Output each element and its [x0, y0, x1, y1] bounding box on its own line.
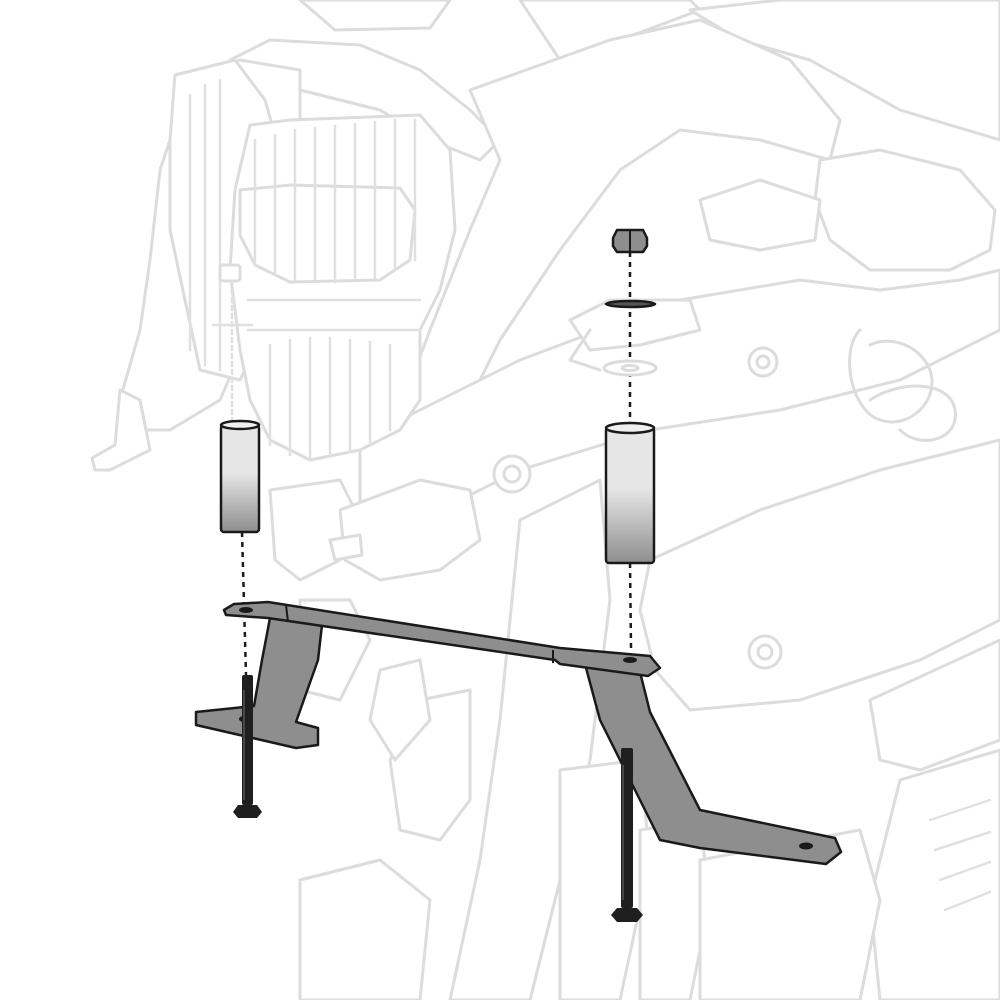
headlight-guard-ghost	[168, 58, 457, 462]
spacer-right-body	[604, 426, 656, 565]
bracket-left-leg	[194, 616, 324, 750]
bracket-right-leg	[583, 662, 843, 866]
lock-washer-ring	[604, 299, 657, 309]
spacer-left	[219, 419, 261, 534]
bolt-left	[233, 675, 262, 818]
spacer-right	[604, 421, 656, 565]
motorcycle-ghost-outline	[90, 0, 1000, 1000]
spacer-left-body	[219, 423, 261, 534]
lock-washer	[604, 299, 657, 309]
flat-washer	[602, 359, 658, 377]
bolt-left-head	[233, 805, 262, 818]
bolt-right-head	[611, 908, 643, 922]
nut	[611, 228, 649, 254]
bolt-right-shank	[621, 748, 633, 908]
guide-right-lower	[628, 562, 633, 649]
bracket-crossbar	[222, 600, 662, 678]
bolt-right	[611, 748, 643, 922]
